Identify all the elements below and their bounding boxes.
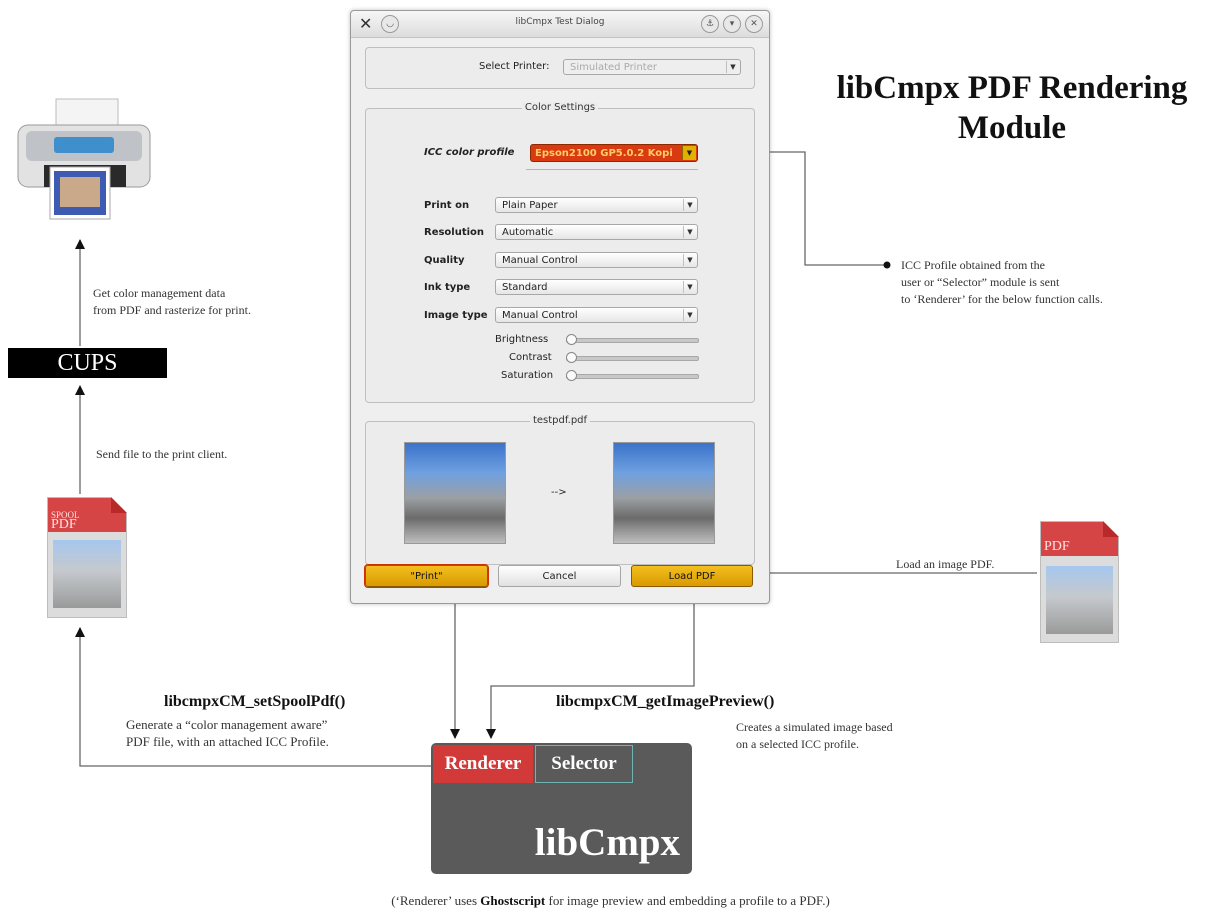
image-type-value: Manual Control bbox=[502, 310, 578, 321]
note-icc-line2: user or “Selector” module is sent bbox=[901, 275, 1060, 289]
icc-profile-combo[interactable]: Epson2100 GP5.0.2 Kopi ▼ bbox=[530, 144, 698, 162]
note-icc-line1: ICC Profile obtained from the bbox=[901, 258, 1045, 272]
image-pdf-photo bbox=[1046, 566, 1113, 634]
ink-type-value: Standard bbox=[502, 282, 548, 293]
select-printer-group: Select Printer: Simulated Printer ▼ bbox=[365, 47, 755, 89]
saturation-slider-handle[interactable] bbox=[566, 370, 577, 381]
connector-dot bbox=[883, 261, 891, 269]
chevron-down-icon: ▼ bbox=[683, 309, 696, 321]
icc-separator bbox=[526, 169, 698, 170]
libcmpx-name: libCmpx bbox=[534, 821, 680, 864]
original-preview-image bbox=[404, 442, 506, 544]
dialog-title: libCmpx Test Dialog bbox=[515, 17, 605, 27]
image-type-label: Image type bbox=[424, 310, 488, 321]
preview-group: testpdf.pdf --> bbox=[365, 415, 755, 565]
diagram-title-line1: libCmpx PDF Rendering bbox=[836, 70, 1188, 106]
renderer-label: Renderer bbox=[433, 745, 533, 783]
page-fold-icon bbox=[111, 497, 127, 513]
spool-pdf-photo bbox=[53, 540, 121, 608]
note-icc-profile: ICC Profile obtained from the user or “S… bbox=[901, 257, 1103, 308]
brightness-slider-handle[interactable] bbox=[566, 334, 577, 345]
load-pdf-button[interactable]: Load PDF bbox=[631, 565, 753, 587]
diagram-title: libCmpx PDF Rendering Module bbox=[812, 68, 1212, 148]
print-on-value: Plain Paper bbox=[502, 200, 558, 211]
quality-value: Manual Control bbox=[502, 255, 578, 266]
color-settings-legend: Color Settings bbox=[521, 102, 599, 113]
footer-pre: (‘Renderer’ uses bbox=[391, 893, 481, 908]
brightness-label: Brightness bbox=[495, 334, 549, 345]
app-x-icon: ✕ bbox=[359, 14, 373, 33]
close-icon[interactable]: ✕ bbox=[745, 15, 763, 33]
spool-pdf-document: SPOOL PDF bbox=[47, 497, 127, 618]
color-settings-group: Color Settings ICC color profile Epson21… bbox=[365, 102, 755, 403]
chevron-down-icon: ▼ bbox=[683, 199, 696, 211]
page-fold-icon bbox=[1103, 521, 1119, 537]
footer-note: (‘Renderer’ uses Ghostscript for image p… bbox=[0, 893, 1221, 909]
quality-label: Quality bbox=[424, 255, 465, 266]
diagram-title-line2: Module bbox=[957, 110, 1067, 146]
image-pdf-tag: PDF bbox=[1044, 539, 1070, 554]
printer-icon bbox=[17, 98, 151, 220]
fn-spool-desc-line1: Generate a “color management aware” bbox=[126, 717, 328, 732]
cancel-button[interactable]: Cancel bbox=[498, 565, 621, 587]
chevron-down-icon: ▼ bbox=[683, 254, 696, 266]
note-get-line2: from PDF and rasterize for print. bbox=[93, 303, 251, 317]
chevron-down-icon: ▼ bbox=[682, 146, 696, 160]
print-on-label: Print on bbox=[424, 200, 470, 211]
spool-tag: SPOOL bbox=[51, 510, 80, 520]
chevron-down-icon: ▼ bbox=[683, 226, 696, 238]
print-on-combo[interactable]: Plain Paper ▼ bbox=[495, 197, 698, 213]
image-pdf-document: PDF bbox=[1040, 521, 1119, 643]
arrow-renderer-to-spool bbox=[75, 627, 431, 767]
ink-type-combo[interactable]: Standard ▼ bbox=[495, 279, 698, 295]
preview-legend: testpdf.pdf bbox=[529, 415, 591, 426]
select-printer-value: Simulated Printer bbox=[570, 62, 657, 73]
selector-label: Selector bbox=[535, 745, 633, 783]
window-menu-icon[interactable]: ◡ bbox=[381, 15, 399, 33]
fn-spool-desc-line2: PDF file, with an attached ICC Profile. bbox=[126, 734, 329, 749]
simulated-preview-image bbox=[613, 442, 715, 544]
contrast-slider[interactable] bbox=[566, 356, 699, 361]
dialog-titlebar: ✕ ◡ libCmpx Test Dialog ⚓ ▾ ✕ bbox=[351, 11, 769, 38]
print-button[interactable]: "Print" bbox=[364, 564, 489, 588]
fn-get-image-preview: libcmpxCM_getImagePreview() bbox=[556, 693, 775, 710]
image-type-combo[interactable]: Manual Control ▼ bbox=[495, 307, 698, 323]
footer-post: for image preview and embedding a profil… bbox=[545, 893, 830, 908]
note-icc-line3: to ‘Renderer’ for the below function cal… bbox=[901, 292, 1103, 306]
fn-preview-desc-line1: Creates a simulated image based bbox=[736, 720, 893, 734]
fn-get-image-preview-desc: Creates a simulated image based on a sel… bbox=[736, 719, 893, 753]
help-icon[interactable]: ⚓ bbox=[701, 15, 719, 33]
spool-pdf-tag: PDF bbox=[51, 517, 77, 532]
contrast-slider-handle[interactable] bbox=[566, 352, 577, 363]
resolution-value: Automatic bbox=[502, 227, 554, 238]
icc-profile-label: ICC color profile bbox=[424, 147, 515, 158]
note-get-color-data: Get color management data from PDF and r… bbox=[93, 285, 251, 319]
saturation-label: Saturation bbox=[501, 370, 554, 381]
brightness-slider[interactable] bbox=[566, 338, 699, 343]
resolution-combo[interactable]: Automatic ▼ bbox=[495, 224, 698, 240]
fn-set-spool-pdf: libcmpxCM_setSpoolPdf() bbox=[164, 693, 346, 710]
minimize-icon[interactable]: ▾ bbox=[723, 15, 741, 33]
select-printer-label: Select Printer: bbox=[479, 61, 550, 72]
note-get-line1: Get color management data bbox=[93, 286, 226, 300]
fn-preview-desc-line2: on a selected ICC profile. bbox=[736, 737, 859, 751]
arrow-loadpdf-to-renderer bbox=[486, 589, 695, 739]
preview-arrow: --> bbox=[551, 487, 567, 498]
footer-ghostscript: Ghostscript bbox=[480, 893, 546, 908]
resolution-label: Resolution bbox=[424, 227, 485, 238]
chevron-down-icon: ▼ bbox=[683, 281, 696, 293]
contrast-label: Contrast bbox=[509, 352, 552, 363]
fn-set-spool-pdf-desc: Generate a “color management aware” PDF … bbox=[126, 716, 329, 750]
chevron-down-icon: ▼ bbox=[726, 61, 739, 73]
note-load-pdf: Load an image PDF. bbox=[896, 557, 995, 571]
icc-profile-value: Epson2100 GP5.0.2 Kopi bbox=[535, 148, 673, 159]
libcmpx-test-dialog: ✕ ◡ libCmpx Test Dialog ⚓ ▾ ✕ Select Pri… bbox=[350, 10, 770, 604]
select-printer-combo[interactable]: Simulated Printer ▼ bbox=[563, 59, 741, 75]
note-send-file: Send file to the print client. bbox=[96, 447, 228, 461]
quality-combo[interactable]: Manual Control ▼ bbox=[495, 252, 698, 268]
ink-type-label: Ink type bbox=[424, 282, 471, 293]
saturation-slider[interactable] bbox=[566, 374, 699, 379]
cups-box: CUPS bbox=[8, 348, 167, 378]
